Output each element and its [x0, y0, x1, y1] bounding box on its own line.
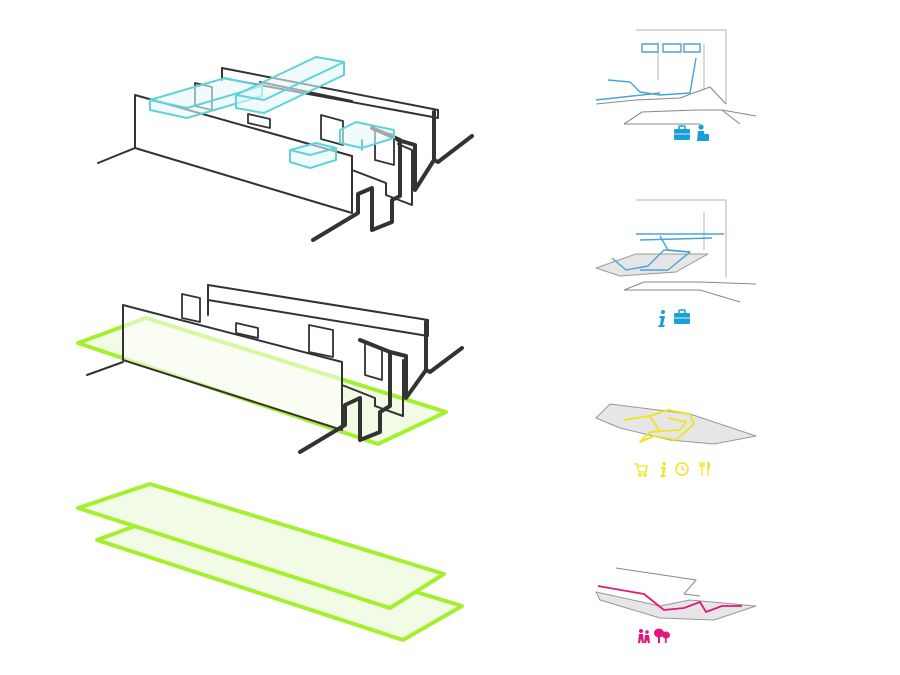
restaurant-icon: [699, 461, 711, 476]
information-icon: [660, 462, 666, 477]
clock-icon: [675, 462, 689, 476]
briefcase-icon: [674, 309, 690, 324]
legend-level-3: [595, 29, 757, 125]
slabs-axonometric: [76, 482, 464, 642]
front-wall-2: [122, 304, 343, 431]
section-profile: [311, 126, 402, 242]
briefcase-icon: [674, 125, 690, 140]
information-icon: [658, 310, 665, 327]
legend-level-0: [595, 567, 757, 621]
ground-floor-axonometric: [76, 284, 464, 454]
front-wall: [134, 94, 353, 214]
upper-floor-axonometric: [97, 56, 474, 242]
cyan-volumes: [149, 56, 395, 169]
legend-level-1: [595, 403, 757, 445]
legend-level-2: [595, 199, 757, 303]
pedestrians-icon: [638, 629, 650, 643]
ground-line: [97, 147, 136, 164]
door-3: [320, 114, 344, 146]
shopping-cart-icon: [634, 463, 648, 477]
rear-wall-2: [207, 284, 429, 337]
trees-icon: [654, 628, 670, 643]
person-bag-icon: [697, 124, 709, 141]
door-2: [247, 113, 271, 129]
upper-slab: [76, 482, 446, 610]
